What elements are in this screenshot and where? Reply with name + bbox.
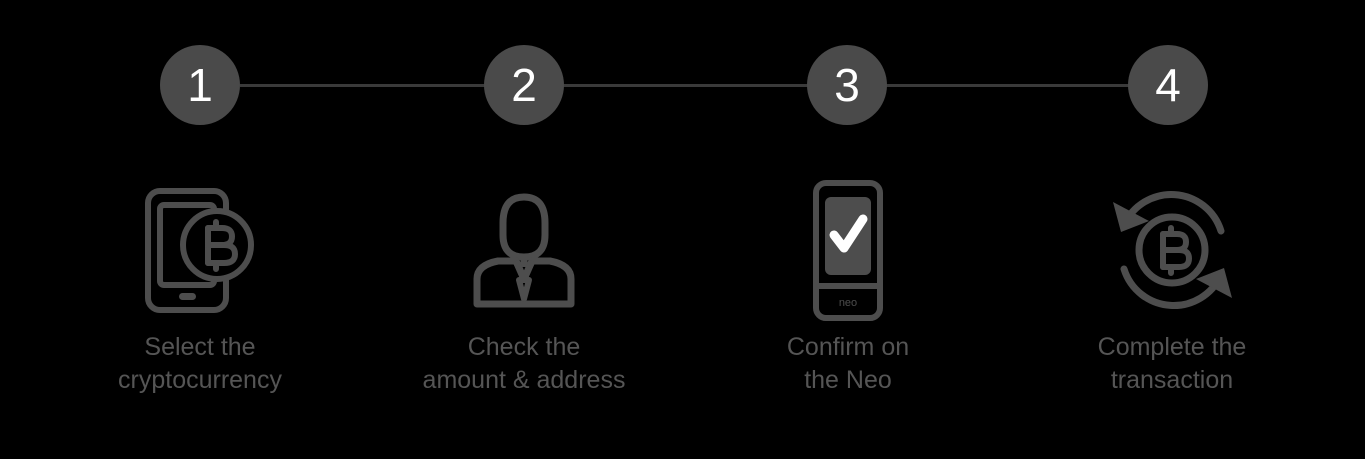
- connector-line-2-3: [484, 84, 807, 87]
- connector-line-1-2: [240, 84, 484, 87]
- progress-track: 1 2 3 4: [160, 45, 1210, 125]
- step-item-4: Complete the transaction: [1010, 175, 1334, 397]
- step-2-icon-container: [464, 175, 584, 325]
- step-marker-1[interactable]: 1: [160, 45, 240, 125]
- step-marker-4[interactable]: 4: [1128, 45, 1208, 125]
- step-3-icon-container: neo: [788, 175, 908, 325]
- step-1-icon-container: [140, 175, 260, 325]
- connector-line-3-4: [807, 84, 1130, 87]
- step-1-label: Select the cryptocurrency: [118, 333, 282, 394]
- step-item-1: Select the cryptocurrency: [38, 175, 362, 397]
- step-marker-3[interactable]: 3: [807, 45, 887, 125]
- steps-list: Select the cryptocurrency Check the amou…: [0, 175, 1365, 397]
- phone-bitcoin-icon: [145, 187, 254, 313]
- step-item-3: neo Confirm on the Neo: [686, 175, 1010, 397]
- step-4-icon-container: [1105, 175, 1240, 325]
- step-marker-2[interactable]: 2: [484, 45, 564, 125]
- step-3-label: Confirm on the Neo: [786, 333, 910, 394]
- bitcoin-refresh-arrows-icon: [1112, 190, 1232, 310]
- device-brand-mark: neo: [839, 297, 857, 309]
- device-checkmark-icon: neo: [813, 179, 883, 321]
- person-suit-icon: [473, 192, 575, 307]
- step-2-label: Check the amount & address: [422, 333, 626, 394]
- step-item-2: Check the amount & address: [362, 175, 686, 397]
- step-4-label: Complete the transaction: [1097, 333, 1247, 394]
